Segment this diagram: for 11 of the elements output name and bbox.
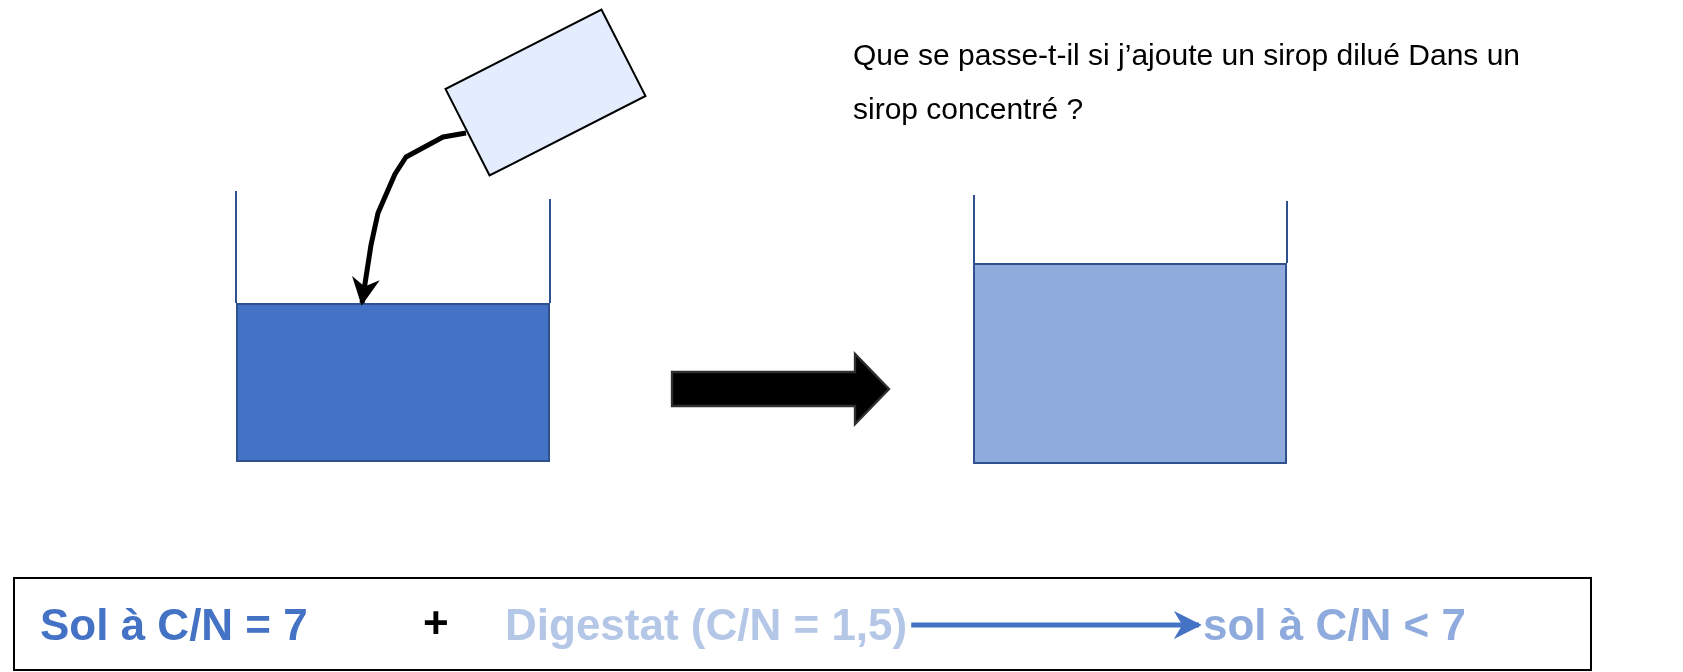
arrow — [352, 130, 467, 306]
question-text: Que se passe-t-il si j’ajoute un sirop dilué Dans un sirop concentré ? — [853, 37, 1522, 127]
equation-result: sol à C/N < 7 — [1203, 597, 1466, 653]
concentrated-syrup-liquid — [236, 303, 550, 462]
plus-sign: + — [423, 597, 449, 649]
equation-frame — [13, 577, 1592, 671]
block-arrow — [670, 351, 891, 427]
equation-term: Digestat (C/N = 1,5) — [505, 597, 908, 653]
equation-term: Sol à C/N = 7 — [40, 597, 390, 653]
arrow — [911, 611, 1202, 639]
diluted-syrup-liquid — [973, 263, 1287, 464]
